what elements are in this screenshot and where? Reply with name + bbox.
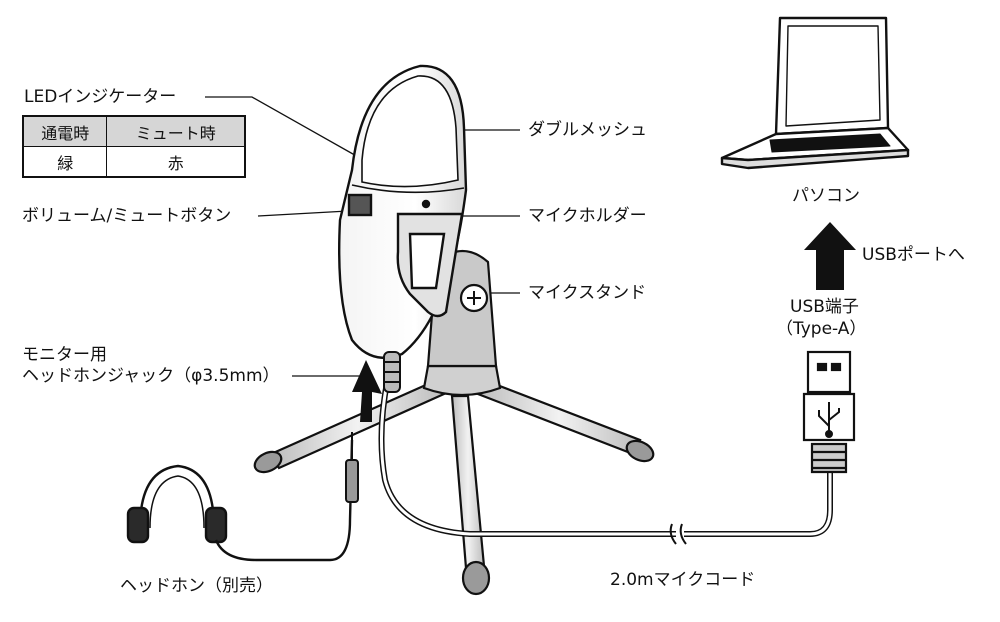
microphone (338, 64, 468, 359)
tripod (253, 249, 655, 596)
monitor-label-line2: ヘッドホンジャック（φ3.5mm） (22, 366, 280, 386)
table-row: 緑 赤 (22, 146, 246, 178)
headphone-plug (345, 432, 359, 503)
table-cell-green: 緑 (22, 146, 108, 178)
cord-label: 2.0mマイクコード (610, 570, 756, 590)
table-cell-red: 赤 (106, 146, 246, 178)
volume-mute-label: ボリューム/ミュートボタン (22, 206, 232, 226)
stand-knob-plus (467, 291, 481, 305)
headphones-label: ヘッドホン（別売） (120, 576, 273, 596)
headphone-cable (214, 439, 354, 562)
mic-stand-label: マイクスタンド (528, 283, 647, 303)
leader-lines (205, 96, 520, 377)
usb-port-label: USBポートへ (862, 245, 965, 265)
arrow-to-jack (352, 360, 382, 422)
laptop (720, 16, 910, 170)
led-status-table: 通電時 ミュート時 緑 赤 (22, 115, 246, 178)
monitor-label-line1: モニター用 (22, 345, 107, 365)
usb-terminal-label-line1: USB端子 (790, 297, 859, 317)
double-mesh-label: ダブルメッシュ (528, 120, 647, 140)
table-header-row: 通電時 ミュート時 (22, 115, 246, 147)
usb-terminal-label-line2: （Type-A） (776, 319, 867, 339)
arrow-to-pc (804, 222, 856, 290)
table-header-muted: ミュート時 (106, 115, 246, 147)
headphones (126, 464, 228, 544)
table-header-powered: 通電時 (22, 115, 108, 147)
mic-holder-label: マイクホルダー (528, 206, 647, 226)
pc-label: パソコン (792, 186, 860, 206)
led-indicator-label: LEDインジケーター (24, 87, 177, 107)
cord-strain-relief (383, 351, 401, 393)
usb-icon (818, 402, 840, 438)
cord-break (669, 523, 687, 545)
